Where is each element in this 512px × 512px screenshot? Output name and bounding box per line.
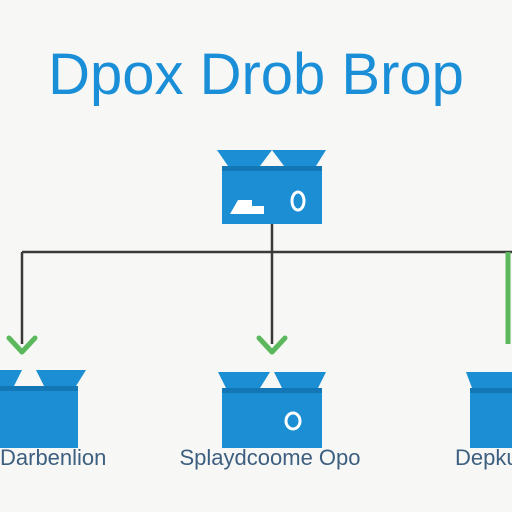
right-node-label: Depkup	[455, 445, 512, 470]
connector-lines	[20, 224, 512, 344]
left-box-icon	[0, 370, 86, 448]
left-node-label: Darbenlion	[0, 445, 107, 470]
middle-box-icon	[218, 372, 326, 448]
root-box-icon	[217, 150, 326, 224]
arrow-middle-icon	[256, 335, 288, 355]
arrow-left-icon	[6, 335, 38, 355]
arrows	[6, 335, 288, 355]
right-box-icon	[466, 372, 512, 448]
middle-node-label: Splaydcoome Opo	[179, 445, 361, 470]
diagram-title: Dpox Drob Brop	[48, 42, 464, 107]
